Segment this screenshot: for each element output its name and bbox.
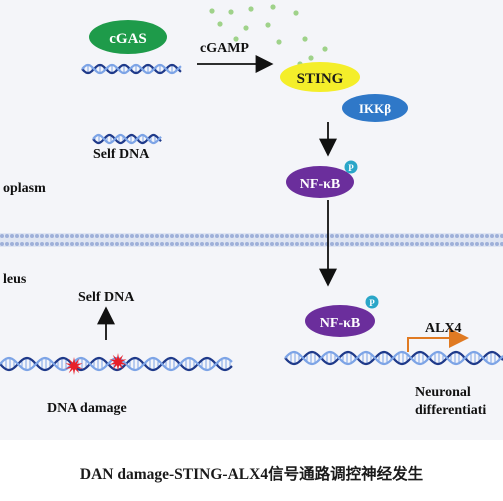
dna-helix-self-dna (92, 133, 162, 145)
neuronal-label-line1: Neuronal (415, 385, 471, 400)
self-dna-label-nucleus: Self DNA (78, 290, 135, 305)
nfkb-label-nucleus: NF-κB (320, 316, 360, 331)
alx4-promoter-arrow (407, 328, 469, 352)
dna-damage-label: DNA damage (47, 401, 127, 416)
nfkb-node-cytoplasm: NF-κB P (286, 160, 358, 198)
phospho-label-bottom: P (369, 298, 375, 308)
dna-helix-cytoplasm-top (81, 63, 182, 75)
self-dna-label-cytoplasm: Self DNA (93, 147, 150, 162)
sting-label: STING (297, 71, 344, 87)
phospho-icon (344, 160, 358, 174)
diagram-background (0, 0, 503, 440)
neuronal-label-line2: differentiati (415, 403, 486, 418)
cgamp-label: cGAMP (200, 41, 249, 56)
nfkb-node-nucleus: NF-κB P (305, 295, 379, 337)
nucleus-label: leus (3, 272, 27, 287)
ikkb-label: IKKβ (359, 101, 391, 116)
dna-helix-nucleus-right (284, 350, 503, 366)
nuclear-membrane (0, 233, 503, 247)
sting-pathway-diagram: cGAS cGAMP STING IKKβ NF-κB P NF-κB P AL… (0, 4, 503, 418)
phospho-label-top: P (348, 163, 354, 173)
dna-damage-markers (65, 353, 127, 375)
cgamp-dots (209, 4, 328, 67)
cgas-label: cGAS (109, 31, 147, 47)
cgas-node: cGAS (89, 20, 167, 54)
alx4-label: ALX4 (425, 321, 462, 336)
figure-caption: DAN damage-STING-ALX4信号通路调控神经发生 (79, 466, 424, 483)
ikkb-node: IKKβ (342, 94, 408, 122)
phospho-icon (365, 295, 379, 309)
nfkb-label-cytoplasm: NF-κB (300, 177, 340, 192)
cytoplasm-label: oplasm (3, 181, 46, 196)
sting-node: STING (280, 62, 360, 92)
